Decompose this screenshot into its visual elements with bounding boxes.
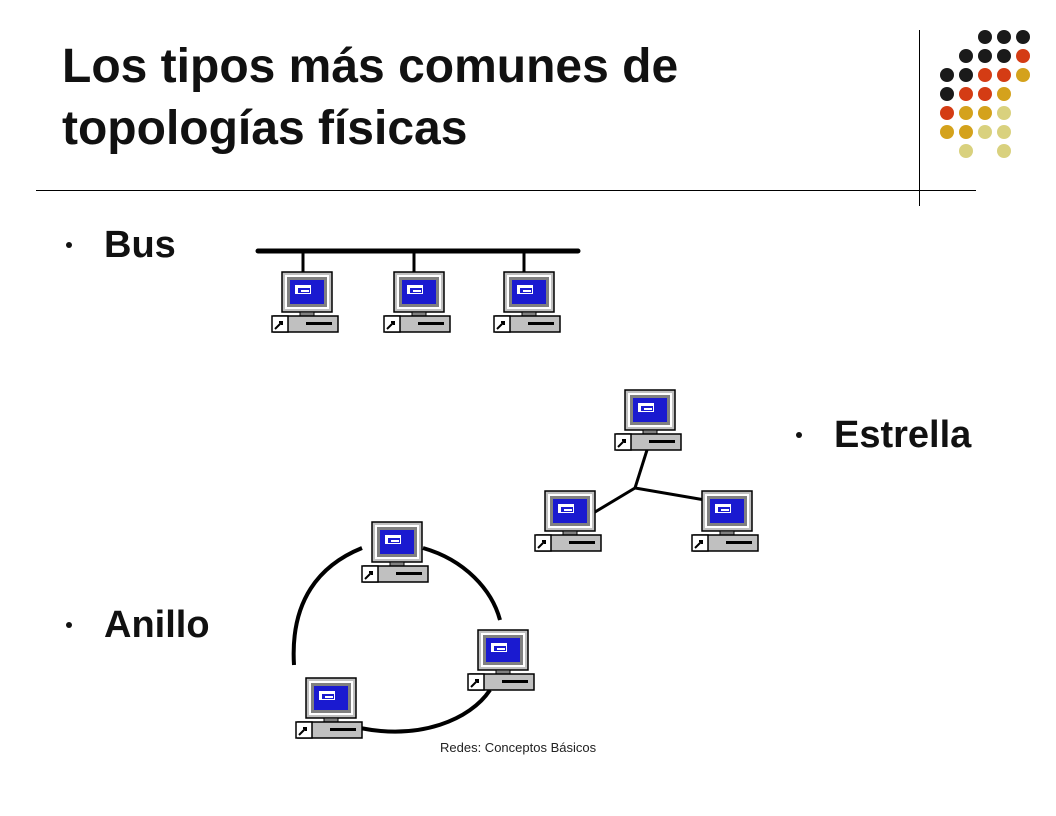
decorative-dot <box>959 106 973 120</box>
decorative-dot <box>997 144 1011 158</box>
decorative-dot <box>978 106 992 120</box>
decorative-dot <box>978 125 992 139</box>
decorative-dot <box>978 68 992 82</box>
ring-link <box>359 688 492 734</box>
computer-icon <box>383 271 451 333</box>
decorative-dot <box>997 106 1011 120</box>
title: Los tipos más comunes de topologías físi… <box>62 36 882 160</box>
star-link <box>589 486 636 517</box>
decorative-dot <box>1016 68 1030 82</box>
decorative-dot <box>997 125 1011 139</box>
decorative-dot <box>978 30 992 44</box>
computer-icon <box>493 271 561 333</box>
bullet-ring: Anillo <box>66 604 210 647</box>
decorative-dot <box>959 144 973 158</box>
decorative-dot <box>1016 49 1030 63</box>
decorative-dot-grid <box>940 30 1030 158</box>
title-divider <box>36 190 976 191</box>
decorative-dot <box>940 87 954 101</box>
computer-icon <box>534 490 602 552</box>
computer-icon <box>614 389 682 451</box>
decorative-dot <box>940 68 954 82</box>
star-topology <box>534 389 759 552</box>
ring-topology <box>291 521 535 739</box>
computer-icon <box>295 677 363 739</box>
bullet-star-label: Estrella <box>834 414 972 456</box>
star-link <box>634 486 706 502</box>
star-link <box>633 449 649 489</box>
decorative-dot <box>997 87 1011 101</box>
decorative-dot <box>978 49 992 63</box>
decorative-dot <box>997 30 1011 44</box>
ring-link <box>422 546 502 621</box>
decorative-dot <box>959 68 973 82</box>
bullet-mark <box>66 622 72 628</box>
computer-icon <box>467 629 535 691</box>
bullet-mark <box>66 242 72 248</box>
bullet-bus-label: Bus <box>104 224 176 266</box>
decorative-dot <box>997 68 1011 82</box>
decorative-dot <box>940 106 954 120</box>
decorative-dot <box>959 49 973 63</box>
decorative-dot <box>940 125 954 139</box>
title-line-1: Los tipos más comunes de <box>62 40 679 93</box>
ring-link <box>291 546 363 666</box>
title-line-2: topologías físicas <box>62 102 468 155</box>
decorative-dot <box>997 49 1011 63</box>
bullet-bus: Bus <box>66 224 176 267</box>
decorative-dot <box>959 87 973 101</box>
computer-icon <box>271 271 339 333</box>
decorative-dot <box>1016 30 1030 44</box>
bullet-star: Estrella <box>796 414 972 457</box>
bullet-ring-label: Anillo <box>104 604 210 646</box>
bus-topology <box>255 248 581 333</box>
computer-icon <box>361 521 429 583</box>
bullet-mark <box>796 432 802 438</box>
corner-divider <box>919 30 920 206</box>
slide-footer: Redes: Conceptos Básicos <box>440 740 597 755</box>
decorative-dot <box>978 87 992 101</box>
computer-icon <box>691 490 759 552</box>
decorative-dot <box>959 125 973 139</box>
